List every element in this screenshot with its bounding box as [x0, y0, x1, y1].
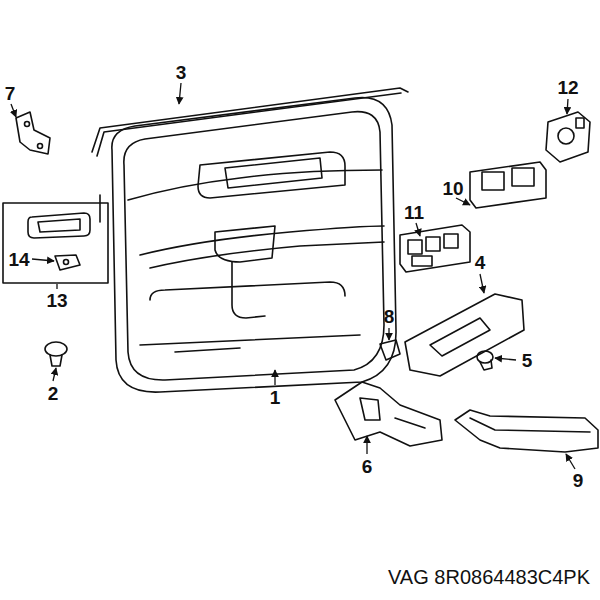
- callout-number: 11: [404, 203, 424, 222]
- callout-number: 9: [573, 471, 584, 490]
- callout-number: 10: [442, 179, 463, 198]
- bracket: [16, 112, 50, 154]
- door-trim-panel: [100, 98, 396, 393]
- callout-number: 13: [46, 291, 67, 310]
- callout-number: 7: [5, 84, 16, 103]
- part-number: VAG 8R0864483C4PK: [388, 567, 590, 587]
- armrest-trim: [455, 410, 598, 452]
- callout-number: 6: [362, 457, 373, 476]
- callout-number: 8: [384, 307, 395, 326]
- window-switch: [470, 162, 546, 208]
- callout-number: 3: [176, 63, 187, 82]
- callout-number: 5: [522, 351, 533, 370]
- clip: [380, 340, 400, 360]
- callout-number: 4: [475, 253, 486, 272]
- callout-number: 2: [48, 384, 59, 403]
- mirror-switch: [546, 112, 590, 162]
- handle-assembly-box: [3, 203, 108, 283]
- callout-number: 1: [270, 388, 281, 407]
- callout-number: 12: [557, 78, 578, 97]
- switch-bezel: [405, 294, 524, 376]
- clip: [477, 351, 493, 370]
- window-switch-master: [400, 225, 470, 272]
- leader-lines: [11, 83, 575, 469]
- armrest-bracket: [335, 382, 442, 446]
- callout-number: 14: [8, 250, 29, 269]
- clip: [45, 342, 67, 366]
